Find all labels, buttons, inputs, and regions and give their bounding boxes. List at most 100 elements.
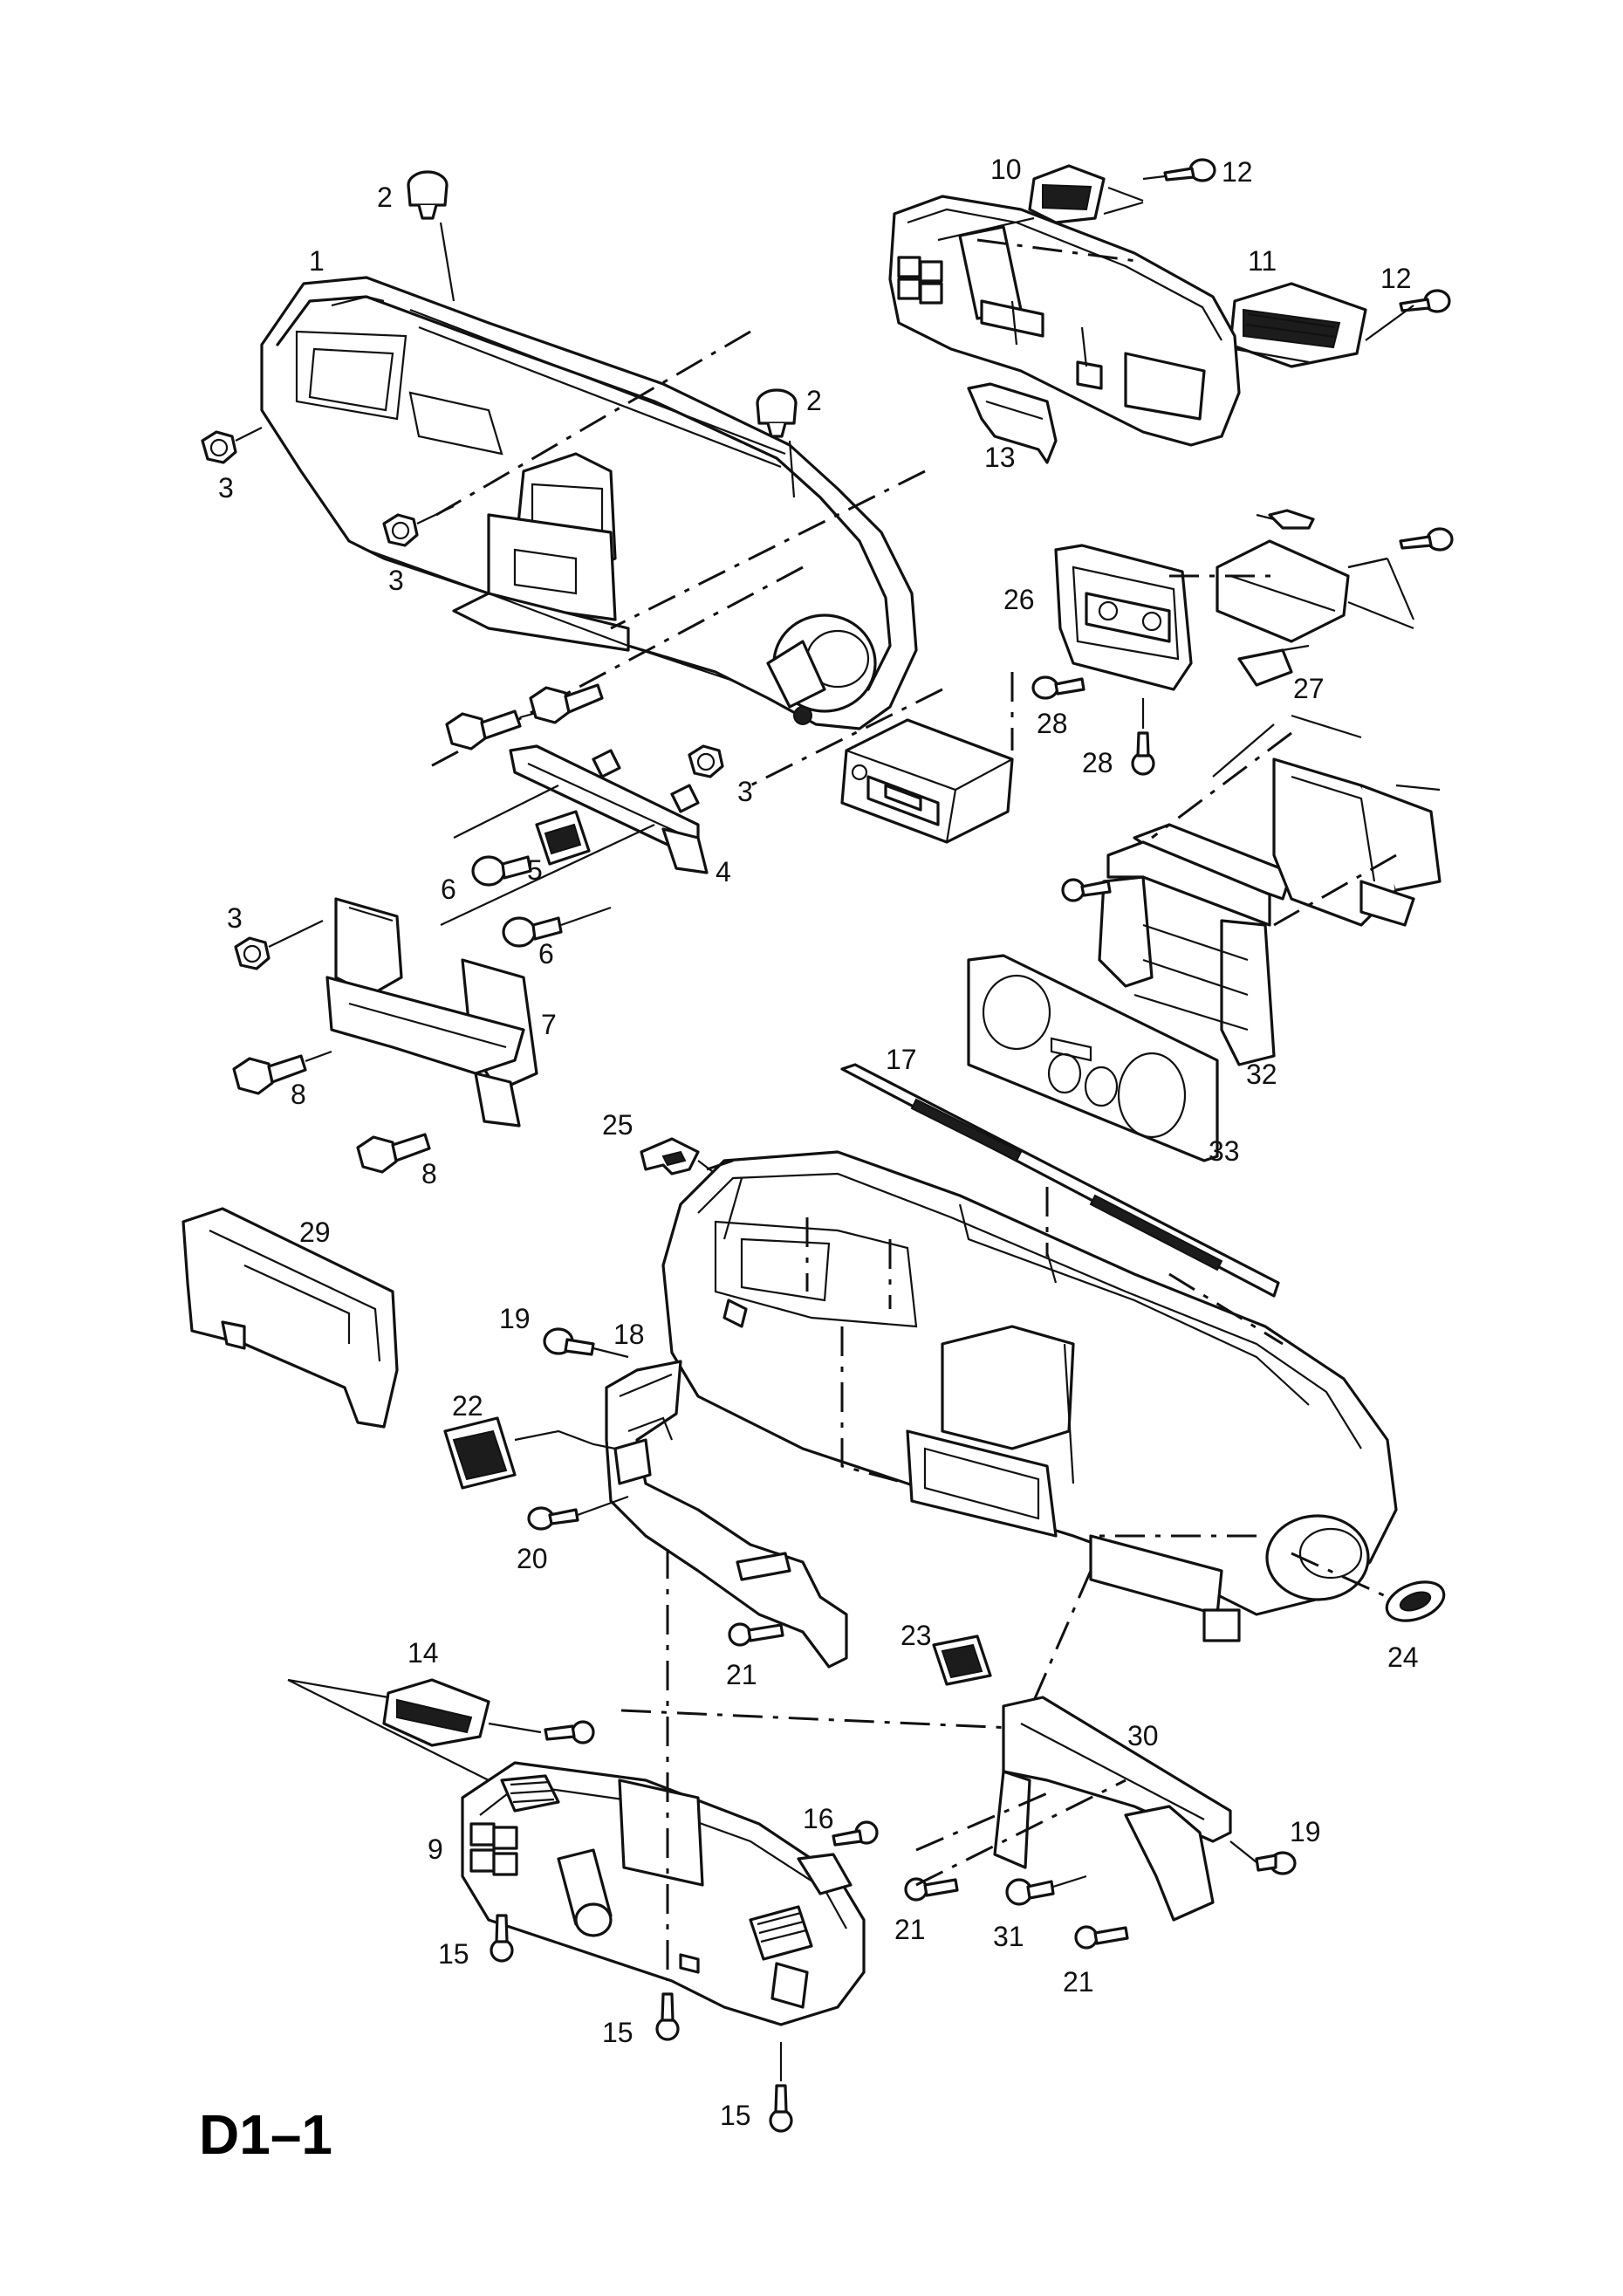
instrument-bezel-upper [888, 195, 1241, 447]
part-22-tray [443, 1416, 616, 1490]
leader-line [1234, 347, 1310, 364]
callout-9: 9 [428, 1833, 443, 1865]
callout-27: 27 [1293, 673, 1325, 704]
callout-13: 13 [984, 442, 1016, 473]
part-16-screw [797, 1820, 879, 1895]
callout-23: 23 [901, 1620, 932, 1651]
leader-dash [1291, 1552, 1388, 1599]
part-28-screw [1031, 675, 1085, 700]
leader-dash [840, 1326, 908, 1485]
part-7-bracket [325, 897, 538, 1127]
callout-2: 2 [377, 182, 393, 213]
radio-unit [840, 718, 1014, 844]
part-25-clip [640, 1137, 716, 1175]
part-4-bracket [440, 744, 709, 926]
leader-dash [976, 238, 1144, 264]
callout-19: 19 [1290, 1816, 1321, 1847]
part-9-bezel [461, 1761, 866, 2026]
part-3-nut [382, 505, 455, 547]
callout-17: 17 [886, 1044, 917, 1075]
part-31-screw [1005, 1874, 1087, 1906]
leader-dash [706, 1159, 734, 1171]
callout-10: 10 [990, 154, 1022, 185]
part-11-vent [1229, 282, 1367, 368]
part-3-nut [234, 920, 324, 970]
part-24-cap [1385, 1580, 1446, 1622]
part-8-bolt [356, 1133, 431, 1174]
callout-1: 1 [309, 245, 325, 277]
part-6-screw [471, 855, 532, 887]
leader-dash [1168, 1272, 1284, 1346]
leader-dash [1028, 1570, 1092, 1711]
part-21-screw [904, 1877, 959, 1902]
part-23-switch [932, 1635, 992, 1686]
part-2-clip [407, 170, 455, 302]
screw [1399, 527, 1454, 552]
callout-3: 3 [218, 472, 234, 504]
callout-28: 28 [1037, 708, 1068, 739]
part-2-clip [756, 388, 798, 498]
callout-2: 2 [806, 385, 822, 416]
part-18-lower-panel [605, 1360, 848, 1669]
callout-24: 24 [1387, 1641, 1419, 1673]
part-17-defroster-strip [840, 1063, 1280, 1298]
part-12-screw [1142, 158, 1216, 182]
callout-30: 30 [1127, 1720, 1159, 1751]
part-6-screw [502, 906, 612, 948]
part-15-screw [655, 1992, 680, 2041]
callout-3: 3 [388, 565, 404, 596]
part-5-switch [535, 810, 591, 866]
callout-12: 12 [1222, 156, 1253, 188]
callout-22: 22 [452, 1390, 483, 1422]
radio-bracket [1216, 509, 1414, 643]
part-13-bracket [967, 382, 1058, 464]
leader-dash [750, 688, 943, 787]
callout-21: 21 [1063, 1966, 1094, 1998]
callout-6: 6 [538, 938, 554, 970]
leader-line [1365, 305, 1414, 341]
part-15-screw [490, 1914, 514, 1963]
leader-dash [620, 1709, 1013, 1730]
part-1-dashboard-frame [260, 276, 918, 730]
leader-line [1347, 557, 1415, 620]
callout-11: 11 [1248, 245, 1277, 277]
part-12-screw [1399, 289, 1451, 313]
callout-15: 15 [602, 2017, 633, 2048]
callout-labels: 1 2 2 3 3 3 3 4 5 6 6 7 8 8 9 10 11 12 1… [218, 154, 1419, 2131]
part-19-screw [1229, 1840, 1297, 1875]
callout-20: 20 [517, 1543, 548, 1574]
callout-25: 25 [602, 1109, 633, 1141]
callout-6: 6 [441, 874, 456, 905]
callout-15: 15 [720, 2100, 751, 2131]
callout-4: 4 [716, 856, 731, 888]
part-21-screw [728, 1622, 784, 1647]
leader-dash [435, 330, 751, 517]
callout-31: 31 [993, 1921, 1024, 1952]
part-30-lower-panel [915, 1696, 1232, 1922]
callout-33: 33 [1209, 1135, 1240, 1167]
part-19-screw [543, 1327, 629, 1359]
part-32-support-frame [1061, 714, 1442, 1066]
part-27-clip [1237, 644, 1310, 687]
part-8-bolt [232, 1050, 332, 1095]
part-10-vent [1028, 164, 1144, 224]
callout-28: 28 [1082, 747, 1113, 778]
part-3-nut [201, 427, 263, 464]
part-15-screw [769, 2042, 793, 2133]
callout-3: 3 [227, 902, 243, 934]
callout-5: 5 [527, 854, 543, 886]
part-14-vent [287, 1678, 595, 1781]
callout-18: 18 [613, 1319, 645, 1350]
part-3-nut [688, 744, 724, 778]
callout-15: 15 [438, 1938, 469, 1970]
callout-21: 21 [726, 1659, 757, 1690]
callout-29: 29 [299, 1217, 331, 1248]
part-21-screw [1074, 1925, 1129, 1950]
part-20-screw [527, 1495, 629, 1531]
callout-3: 3 [737, 776, 753, 807]
callout-7: 7 [541, 1009, 557, 1040]
leader-line [937, 216, 1035, 242]
part-26-radio-bezel [1054, 544, 1193, 691]
callout-26: 26 [1003, 584, 1035, 615]
